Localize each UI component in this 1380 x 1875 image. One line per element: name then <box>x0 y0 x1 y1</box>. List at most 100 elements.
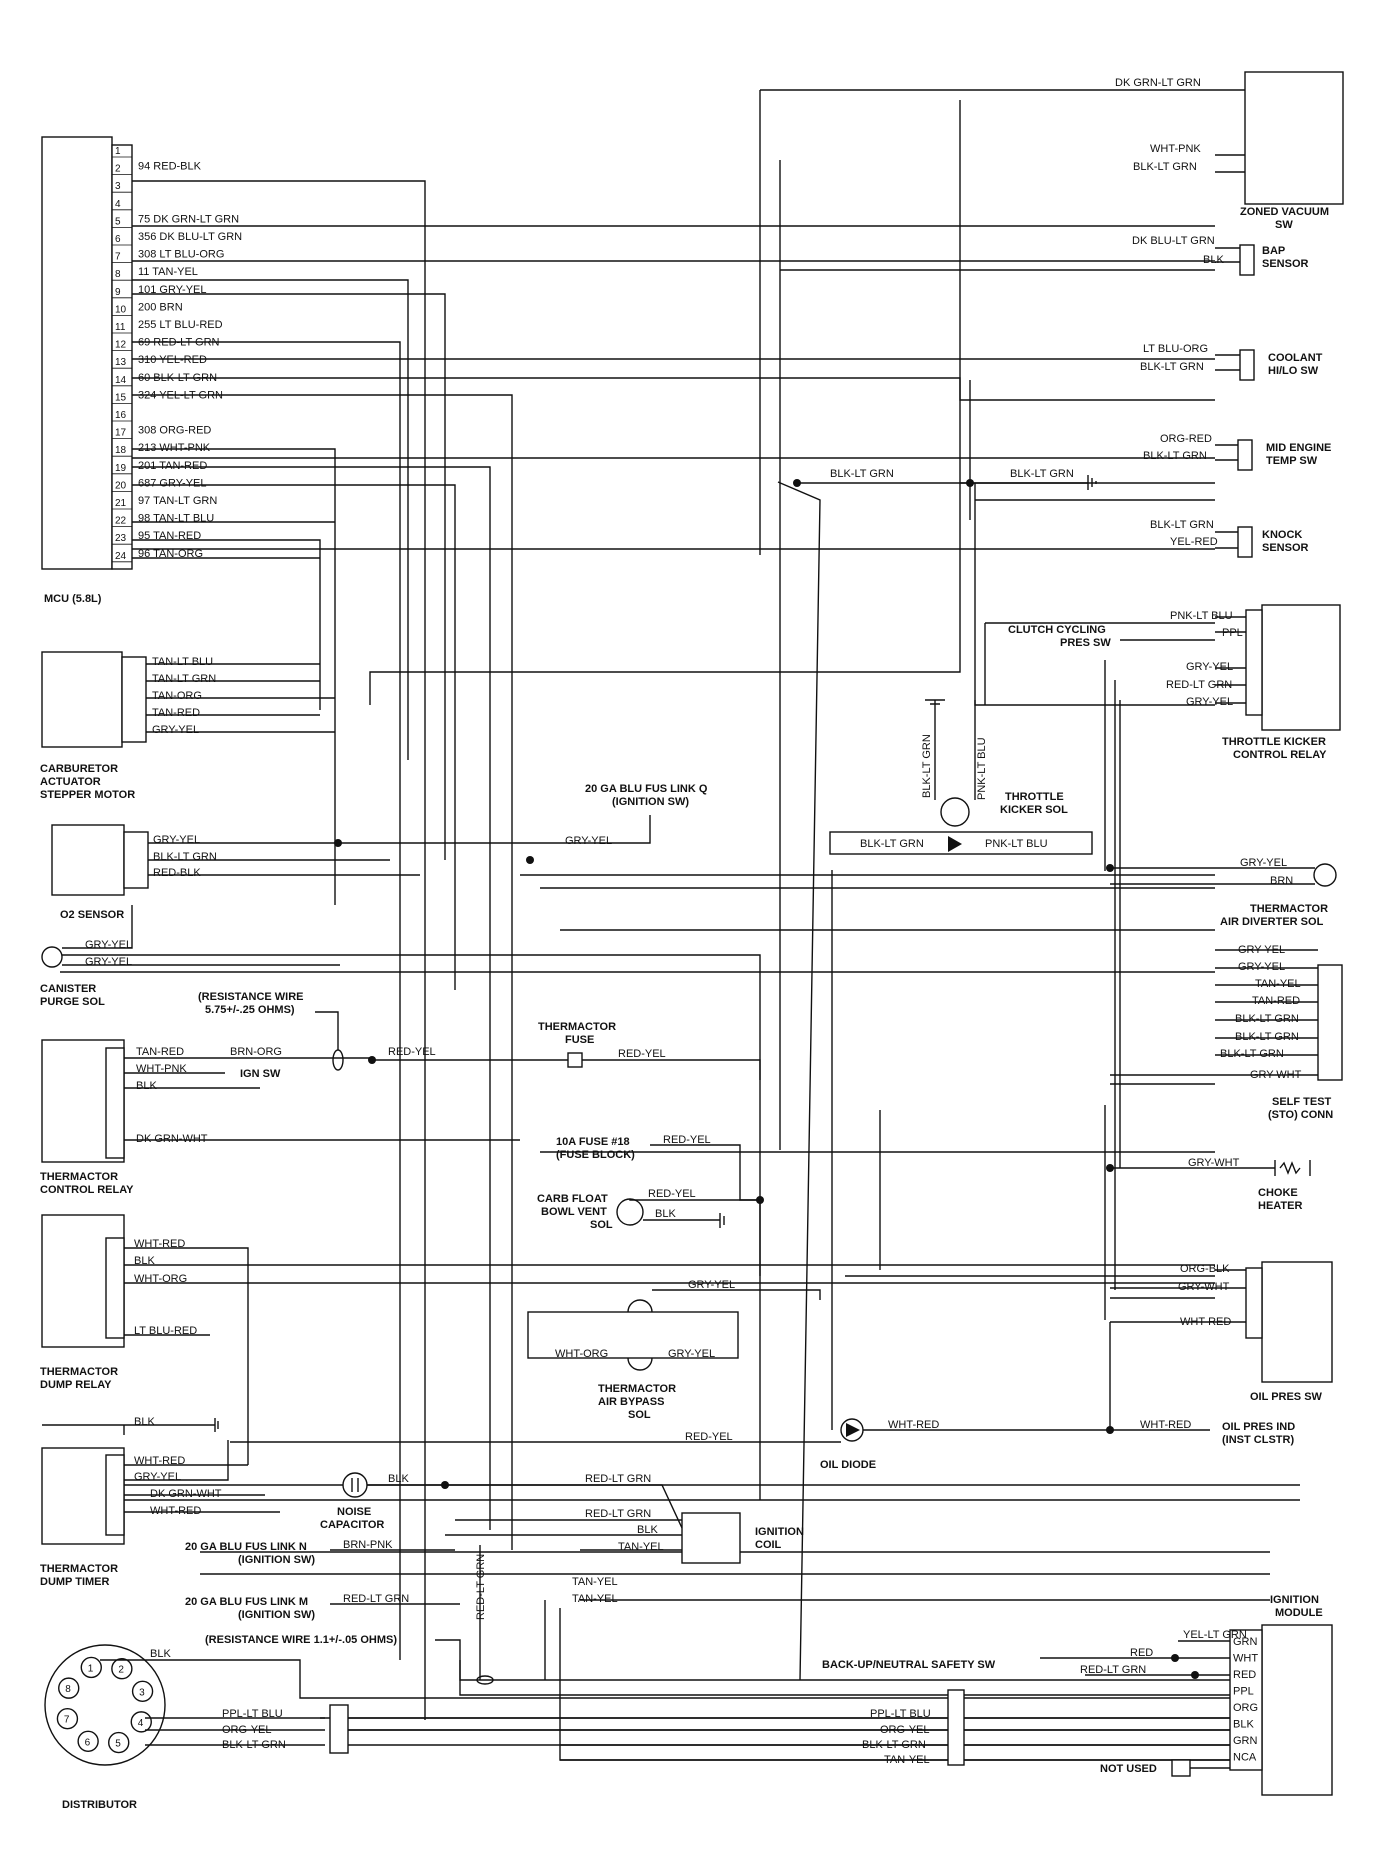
wire-label: BLK-LT GRN <box>921 734 933 798</box>
component-name: PURGE SOL <box>40 996 105 1008</box>
wire-label: GRY-YEL <box>668 1348 715 1360</box>
thermactor-dump-relay: WHT-RED BLK WHT-ORG LT BLU-RED THERMACTO… <box>40 1214 1215 1465</box>
wire-label: RED-YEL <box>685 1431 733 1443</box>
wire-label: TAN-RED <box>152 707 200 719</box>
component-name: (RESISTANCE WIRE 1.1+/-.05 OHMS) <box>205 1634 397 1646</box>
component-name: NOISE <box>337 1506 371 1518</box>
mcu-wire-label: 97 TAN-LT GRN <box>138 495 217 507</box>
wire-label: WHT-RED <box>134 1455 185 1467</box>
component-name: COOLANT <box>1268 352 1323 364</box>
distributor-pin-circle <box>108 1731 130 1754</box>
mcu-label: MCU (5.8L) <box>44 593 102 605</box>
wire-label: YEL-LT GRN <box>1183 1629 1247 1641</box>
wire-label: RED-LT GRN <box>1166 679 1232 691</box>
component-name: 20 GA BLU FUS LINK M <box>185 1596 308 1608</box>
mcu-pin-number: 22 <box>115 516 127 527</box>
fuse-18: 10A FUSE #18 (FUSE BLOCK) RED-YEL <box>556 1134 764 1204</box>
component-name: AIR BYPASS <box>598 1396 664 1408</box>
distributor-pin-circle <box>80 1656 102 1679</box>
wire-label: PPL-LT BLU <box>222 1708 283 1720</box>
wire-label: GRY-YEL <box>1238 944 1285 956</box>
mcu-wire-label: 356 DK BLU-LT GRN <box>138 231 242 243</box>
wire-label: DK GRN-WHT <box>136 1133 208 1145</box>
wire-label: TAN-ORG <box>152 690 202 702</box>
wire-label: GRY-YEL <box>1240 857 1287 869</box>
mcu-wire-label: 308 ORG-RED <box>138 425 211 437</box>
wire-label: GRY-YEL <box>153 834 200 846</box>
ignition-module-pin: RED <box>1233 1669 1256 1681</box>
mcu-wire-label: 11 TAN-YEL <box>138 266 198 278</box>
mcu-pin-number: 7 <box>115 252 121 263</box>
wire-label: BLK-LT GRN <box>1140 361 1204 373</box>
component-name: KNOCK <box>1262 529 1302 541</box>
distributor-pin-circle <box>130 1711 152 1733</box>
carb-float-bowl-vent: RED-YEL BLK CARB FLOAT BOWL VENT SOL <box>537 1188 760 1231</box>
component-name: SOL <box>590 1219 613 1231</box>
mcu-wire-label: 308 LT BLU-ORG <box>138 249 224 261</box>
distributor-pin-number: 3 <box>139 1687 145 1698</box>
distributor-pin-number: 4 <box>138 1718 144 1729</box>
wire-label: PPL <box>1222 627 1243 639</box>
wire-label: LT BLU-ORG <box>1143 343 1208 355</box>
coolant-switch: LT BLU-ORG BLK-LT GRN COOLANT HI/LO SW <box>1140 343 1323 381</box>
wire-label: BLK-LT GRN <box>862 1739 926 1751</box>
resistance-wire-1: (RESISTANCE WIRE 5.75+/-.25 OHMS) <box>198 991 344 1071</box>
wire-label: RED-LT GRN <box>475 1554 487 1620</box>
thermactor-fuse: THERMACTOR FUSE RED-YEL <box>368 1021 761 1500</box>
wire-label: GRY-YEL <box>1238 961 1285 973</box>
mcu-pin-number: 12 <box>115 340 127 351</box>
oil-pressure-indicator: WHT-RED OIL PRES IND (INST CLSTR) <box>1106 1419 1295 1446</box>
wire-label: GRY-YEL <box>134 1471 181 1483</box>
component-name: SOL <box>628 1409 651 1421</box>
component-name: BACK-UP/NEUTRAL SAFETY SW <box>822 1659 996 1671</box>
wire-label: ORG-RED <box>1160 433 1212 445</box>
mcu-pin-number: 5 <box>115 216 121 227</box>
mcu-pin-number: 13 <box>115 357 127 368</box>
wire-label: ORG-YEL <box>880 1724 930 1736</box>
mcu-pin-number: 11 <box>115 322 126 333</box>
component-name: IGNITION <box>755 1526 804 1538</box>
wire-label: WHT-RED <box>1140 1419 1191 1431</box>
wire-label: ORG-BLK <box>1180 1263 1230 1275</box>
mcu-pin-number: 10 <box>115 304 127 315</box>
wire-label: RED-LT GRN <box>1080 1664 1146 1676</box>
wire-label: BLK <box>1203 254 1224 266</box>
thermactor-air-diverter: GRY-YEL BRN THERMACTOR AIR DIVERTER SOL <box>1106 857 1337 928</box>
mcu-pin-number: 19 <box>115 463 127 474</box>
wire-label: BLK-LT GRN <box>1235 1031 1299 1043</box>
wire-label: WHT-RED <box>1180 1316 1231 1328</box>
wire-label: ORG-YEL <box>222 1724 272 1736</box>
wire-label: DK GRN-LT GRN <box>1115 77 1201 89</box>
wire-label: BLK <box>134 1255 155 1267</box>
wire-label: TAN-YEL <box>618 1541 664 1553</box>
wire-label: BLK <box>136 1080 157 1092</box>
component-name: THERMACTOR <box>538 1021 616 1033</box>
wire-label: BLK-LT GRN <box>1220 1048 1284 1060</box>
component-name: TEMP SW <box>1266 455 1318 467</box>
wire-label: BLK <box>655 1208 676 1220</box>
mcu-wire-label: 101 GRY-YEL <box>138 284 207 296</box>
mcu-pin-number: 8 <box>115 269 121 280</box>
component-name: (IGNITION SW) <box>238 1609 315 1621</box>
clutch-cycling-switch: CLUTCH CYCLING PRES SW <box>1008 624 1215 649</box>
wire-label: BLK <box>134 1416 155 1428</box>
backup-neutral-safety-switch: RED RED-LT GRN BACK-UP/NEUTRAL SAFETY SW <box>822 1647 1230 1679</box>
mcu-pin-number: 16 <box>115 410 127 421</box>
distributor-pin-number: 7 <box>64 1715 70 1726</box>
component-name: (STO) CONN <box>1268 1109 1333 1121</box>
mcu-pin-number: 1 <box>115 146 121 157</box>
mcu-pin-number: 21 <box>115 498 127 509</box>
component-name: OIL PRES SW <box>1250 1391 1323 1403</box>
distributor-pin-number: 8 <box>65 1684 71 1695</box>
wire-label: RED-YEL <box>663 1134 711 1146</box>
mcu-wire-label: 310 YEL-RED <box>138 354 207 366</box>
component-name: SELF TEST <box>1272 1096 1332 1108</box>
component-name: THROTTLE KICKER <box>1222 736 1326 748</box>
vertical-wire-labels: RED-LT GRN TAN-YEL TAN-YEL <box>475 1545 618 1680</box>
component-name: O2 SENSOR <box>60 909 124 921</box>
mcu-wire-label: 98 TAN-LT BLU <box>138 513 214 525</box>
ignition-module-pin: PPL <box>1233 1686 1254 1698</box>
wire-label: BLK-LT GRN <box>1143 450 1207 462</box>
throttle-kicker-solenoid: BLK-LT GRN PNK-LT BLU BLK-LT GRN PNK-LT … <box>829 699 1093 855</box>
